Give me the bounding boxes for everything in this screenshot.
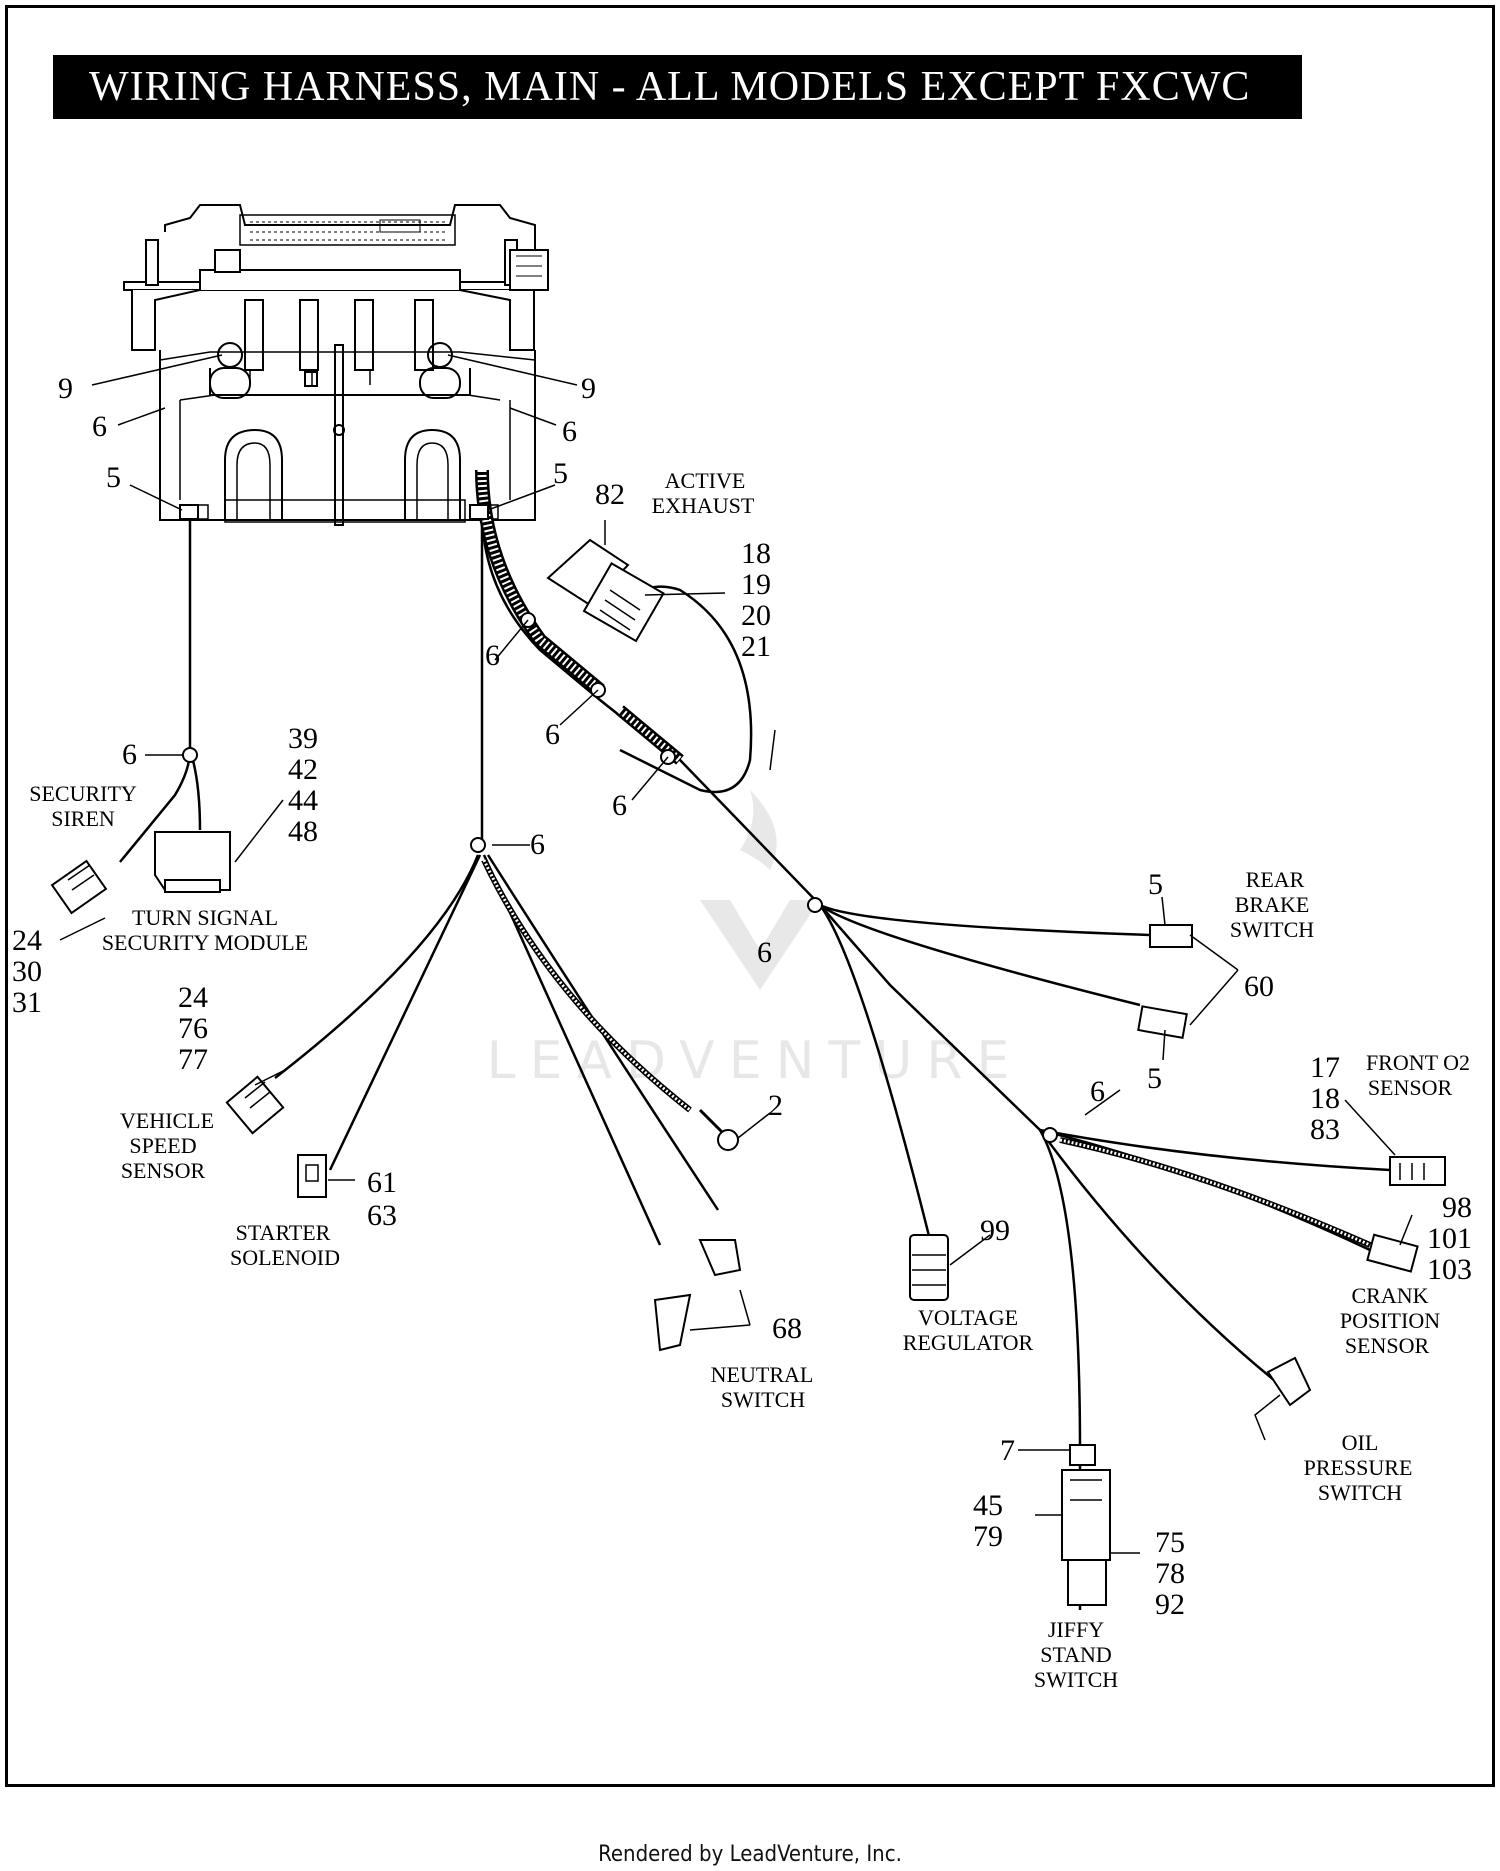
- callout-6-mid: 6: [757, 936, 772, 969]
- callout-9-left: 9: [58, 372, 73, 405]
- callout-6-trunk: 6: [530, 828, 545, 861]
- callout-6-c: 6: [612, 789, 627, 822]
- rear-brake-switch-connectors: [1137, 924, 1193, 1039]
- clip-6-mid: [807, 897, 823, 913]
- callout-5-brake-bottom: 5: [1147, 1062, 1162, 1095]
- clip-6-trunk: [470, 837, 486, 853]
- callout-6-lower: 6: [1090, 1075, 1105, 1108]
- callout-2: 2: [768, 1089, 783, 1122]
- callout-9-right: 9: [581, 372, 596, 405]
- clip-5-right: [469, 504, 489, 520]
- callout-6-right-top: 6: [562, 415, 577, 448]
- clip-5-left: [179, 504, 199, 520]
- clip-6-lower: [1042, 1127, 1058, 1143]
- front-o2-sensor-connector: [1389, 1156, 1446, 1186]
- callout-6-a: 6: [485, 639, 500, 672]
- turn-signal-module-box: [154, 831, 231, 893]
- watermark-text: LEADVENTURE: [487, 1031, 1024, 1091]
- ring-terminal-2: [698, 1108, 739, 1151]
- callout-82: 82: [595, 478, 625, 511]
- crank-position-sensor-connector: [1366, 1233, 1419, 1273]
- oil-pressure-switch-terminal: [1266, 1356, 1312, 1407]
- callout-99: 99: [980, 1214, 1010, 1247]
- callout-5-left: 5: [106, 461, 121, 494]
- starter-solenoid-connector: [297, 1154, 327, 1198]
- callout-60: 60: [1244, 970, 1274, 1003]
- clip-6-siren: [182, 747, 198, 763]
- callout-5-right: 5: [553, 457, 568, 490]
- title-bar: WIRING HARNESS, MAIN - ALL MODELS EXCEPT…: [53, 55, 1302, 119]
- callout-7: 7: [1000, 1434, 1015, 1467]
- callout-6-left-top: 6: [92, 410, 107, 443]
- watermark: LEADVENTURE: [487, 790, 1024, 1091]
- diagram-frame: [5, 5, 1495, 1787]
- callout-6-siren: 6: [122, 738, 137, 771]
- page-title: WIRING HARNESS, MAIN - ALL MODELS EXCEPT…: [89, 64, 1251, 110]
- components: [50, 538, 1446, 1606]
- callout-numbers: 9 9 6 6 5 5 82 6 6 6 6 6 2 68 99 6 5 60 …: [58, 372, 1274, 1467]
- callout-6-b: 6: [545, 718, 560, 751]
- leader-lines: [59, 354, 1413, 1554]
- jiffy-stand-switch-connector: [1061, 1444, 1111, 1606]
- footer-credit: Rendered by LeadVenture, Inc.: [598, 1842, 902, 1867]
- callout-5-brake-top: 5: [1148, 868, 1163, 901]
- vehicle-speed-sensor-connector: [225, 1075, 285, 1135]
- conduit-sections: [475, 469, 1372, 1248]
- callout-68: 68: [772, 1312, 802, 1345]
- security-siren-connector: [50, 859, 108, 915]
- main-module-assembly: [123, 204, 549, 526]
- neutral-switch-terminals: [653, 1239, 742, 1352]
- voltage-regulator-connector: [909, 1234, 949, 1301]
- active-exhaust-connector: [546, 538, 665, 643]
